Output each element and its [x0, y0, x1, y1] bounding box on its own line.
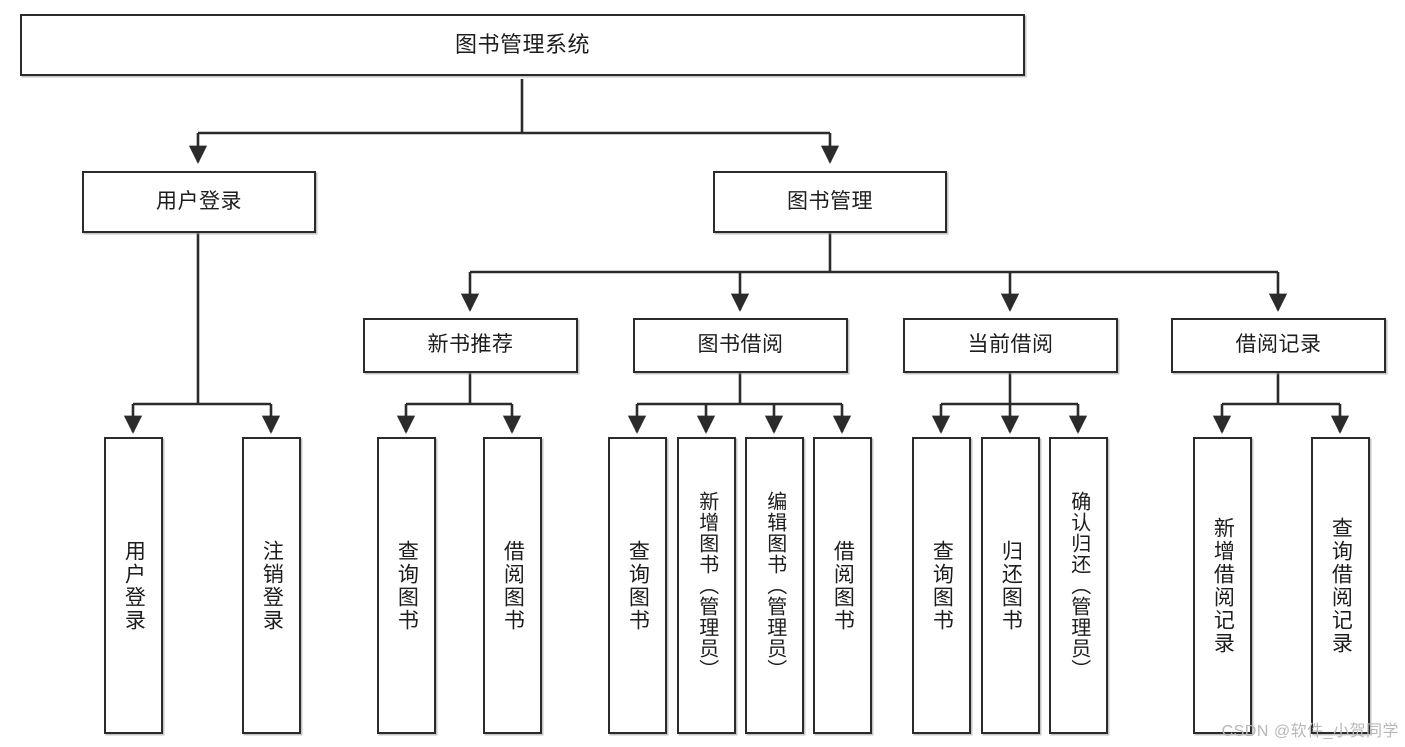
node-label: 查询图书	[395, 539, 419, 632]
node-label: 借阅记录	[1235, 333, 1322, 357]
leaf-edit-book-admin[interactable]: 编辑图书（管理员）	[745, 437, 804, 734]
leaf-borrow-book[interactable]: 借阅图书	[813, 437, 872, 734]
leaf-add-borrow-record[interactable]: 新增借阅记录	[1193, 437, 1252, 734]
node-label: 确认归还（管理员）	[1067, 491, 1090, 680]
node-label: 图书管理系统	[454, 32, 590, 58]
node-label: 新书推荐	[427, 333, 514, 357]
node-label: 用户登录	[122, 539, 146, 632]
node-label: 新增图书（管理员）	[695, 491, 718, 680]
node-borrow-record[interactable]: 借阅记录	[1171, 318, 1386, 373]
node-user-login[interactable]: 用户登录	[82, 171, 316, 233]
leaf-add-book-admin[interactable]: 新增图书（管理员）	[677, 437, 736, 734]
node-new-book-recommend[interactable]: 新书推荐	[363, 318, 578, 373]
leaf-query-book-recommend[interactable]: 查询图书	[377, 437, 436, 734]
leaf-confirm-return-admin[interactable]: 确认归还（管理员）	[1049, 437, 1108, 734]
node-label: 借阅图书	[501, 539, 525, 632]
node-label: 查询图书	[626, 539, 650, 632]
leaf-borrow-book-recommend[interactable]: 借阅图书	[483, 437, 542, 734]
node-label: 编辑图书（管理员）	[763, 491, 786, 680]
node-label: 借阅图书	[831, 539, 855, 632]
leaf-logout[interactable]: 注销登录	[242, 437, 301, 734]
leaf-query-book-borrow[interactable]: 查询图书	[608, 437, 667, 734]
node-label: 新增借阅记录	[1211, 516, 1235, 655]
node-book-borrow[interactable]: 图书借阅	[633, 318, 848, 373]
node-label: 图书借阅	[697, 333, 784, 357]
node-root-system[interactable]: 图书管理系统	[20, 14, 1025, 76]
watermark: CSDN @软件_小贺同学	[1221, 723, 1399, 740]
node-label: 查询借阅记录	[1329, 516, 1353, 655]
node-label: 当前借阅	[967, 333, 1054, 357]
node-label: 图书管理	[787, 189, 873, 213]
node-label: 注销登录	[260, 539, 284, 632]
leaf-query-borrow-record[interactable]: 查询借阅记录	[1311, 437, 1370, 734]
node-label: 查询图书	[930, 539, 954, 632]
node-book-management[interactable]: 图书管理	[713, 171, 947, 233]
leaf-user-login[interactable]: 用户登录	[104, 437, 163, 734]
leaf-query-book-current[interactable]: 查询图书	[912, 437, 971, 734]
leaf-return-book[interactable]: 归还图书	[981, 437, 1040, 734]
node-label: 归还图书	[999, 539, 1023, 632]
node-label: 用户登录	[156, 189, 242, 213]
node-current-borrow[interactable]: 当前借阅	[903, 318, 1118, 373]
